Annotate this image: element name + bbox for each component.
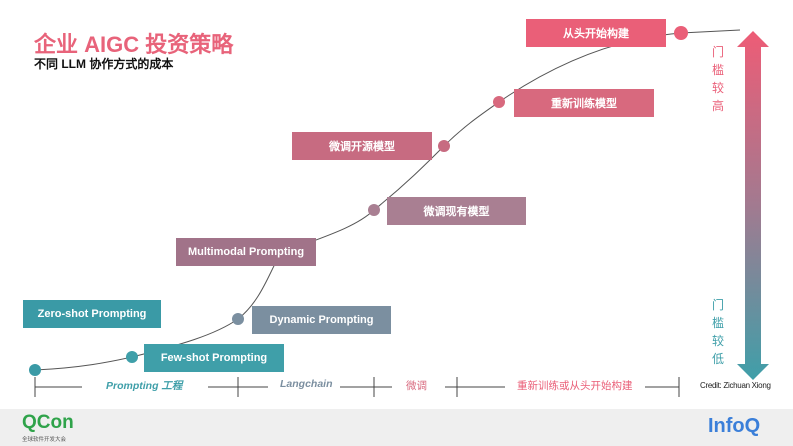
point-dynamic: [232, 313, 244, 325]
point-finetune-open: [438, 140, 450, 152]
axis-langchain: Langchain: [280, 378, 333, 390]
infoq-logo: InfoQ: [708, 415, 761, 437]
axis-retrain: 重新训练或从头开始构建: [517, 380, 633, 392]
axis-finetune: 微调: [406, 380, 427, 392]
point-from-scratch: [674, 26, 688, 40]
threshold-low-label: 门槛较低: [711, 298, 724, 366]
stage-zero-shot: Zero-shot Prompting: [23, 300, 161, 328]
qcon-subtitle: 全球软件开发大会: [22, 437, 67, 443]
point-zero-shot: [29, 364, 41, 376]
stage-finetune-existing: 微调现有模型: [387, 197, 526, 225]
slide-subtitle: 不同 LLM 协作方式的成本: [34, 57, 174, 71]
credit-text: Credit: Zichuan Xiong: [700, 381, 771, 390]
threshold-arrow: [737, 31, 769, 380]
threshold-high-label: 门槛较高: [711, 45, 724, 113]
stage-axis: [34, 377, 680, 397]
slide-title: 企业 AIGC 投资策略: [34, 32, 234, 57]
stage-multimodal: Multimodal Prompting: [176, 238, 316, 266]
stage-finetune-open: 微调开源模型: [292, 132, 432, 160]
stage-from-scratch: 从头开始构建: [526, 19, 666, 47]
qcon-logo: QCon: [22, 412, 74, 433]
point-finetune-existing: [368, 204, 380, 216]
stage-few-shot: Few-shot Prompting: [144, 344, 284, 372]
axis-prompting: Prompting 工程: [106, 380, 183, 392]
stage-retrain: 重新训练模型: [514, 89, 654, 117]
point-retrain: [493, 96, 505, 108]
point-few-shot: [126, 351, 138, 363]
footer-bar: QCon 全球软件开发大会 InfoQ: [0, 409, 793, 446]
stage-dynamic: Dynamic Prompting: [252, 306, 391, 334]
